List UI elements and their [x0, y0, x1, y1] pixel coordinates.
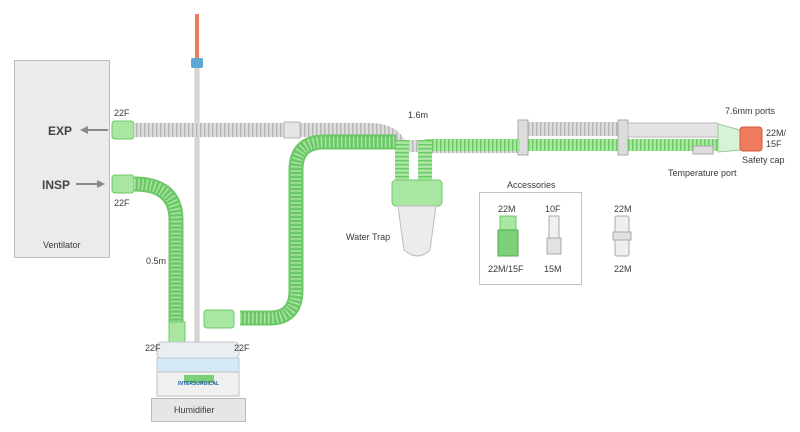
ports-label: 7.6mm ports: [725, 106, 776, 116]
accessory-1-top: 22M: [498, 204, 516, 214]
temperature-probe: [191, 14, 203, 359]
accessory-1-bottom: 22M/15F: [488, 264, 524, 274]
accessory-2-bottom: 15M: [544, 264, 562, 274]
accessory-10f-15m: [546, 215, 562, 255]
insp-connector-label: 22F: [114, 198, 130, 208]
insp-arrow-icon: [76, 180, 105, 188]
temperature-port-label: Temperature port: [668, 168, 737, 178]
patient-connector-15f: 15F: [766, 139, 782, 149]
humidifier-label: Humidifier: [174, 405, 215, 415]
humidifier-inlet-label: 22F: [145, 343, 161, 353]
patient-connector-label: 22M/: [766, 128, 787, 138]
accessory-2-top: 10F: [545, 204, 561, 214]
water-trap-label: Water Trap: [346, 232, 391, 242]
humidifier-chamber: [156, 341, 240, 397]
ventilator-to-humidifier-tube: [111, 174, 186, 349]
humidifier-base: [151, 398, 246, 422]
humidifier-outlet-label: 22F: [234, 343, 250, 353]
insp-label: INSP: [42, 178, 71, 192]
inspiratory-patient-tube: [425, 139, 718, 151]
humidifier-brand-label: INTERSURGICAL: [178, 381, 220, 387]
safety-cap-label: Safety cap: [742, 155, 785, 165]
humidifier-to-trap-tube: [203, 134, 396, 329]
accessory-3-bottom: 22M: [614, 264, 632, 274]
accessory-22m-15f: [497, 215, 519, 257]
expiratory-tube: [111, 119, 719, 156]
ventilator-label: Ventilator: [43, 240, 81, 250]
accessory-3-top: 22M: [614, 204, 632, 214]
accessories-box: [479, 192, 582, 285]
ventilator-box: [14, 60, 110, 258]
exp-arrow-icon: [80, 126, 108, 134]
y-piece: [692, 123, 763, 155]
long-tube-length: 1.6m: [408, 110, 429, 120]
water-trap: [391, 140, 443, 257]
short-tube-length: 0.5m: [146, 256, 167, 266]
accessories-title: Accessories: [507, 180, 556, 190]
exp-connector-label: 22F: [114, 108, 130, 118]
exp-label: EXP: [48, 124, 73, 138]
accessory-22m-22m: [612, 215, 632, 257]
